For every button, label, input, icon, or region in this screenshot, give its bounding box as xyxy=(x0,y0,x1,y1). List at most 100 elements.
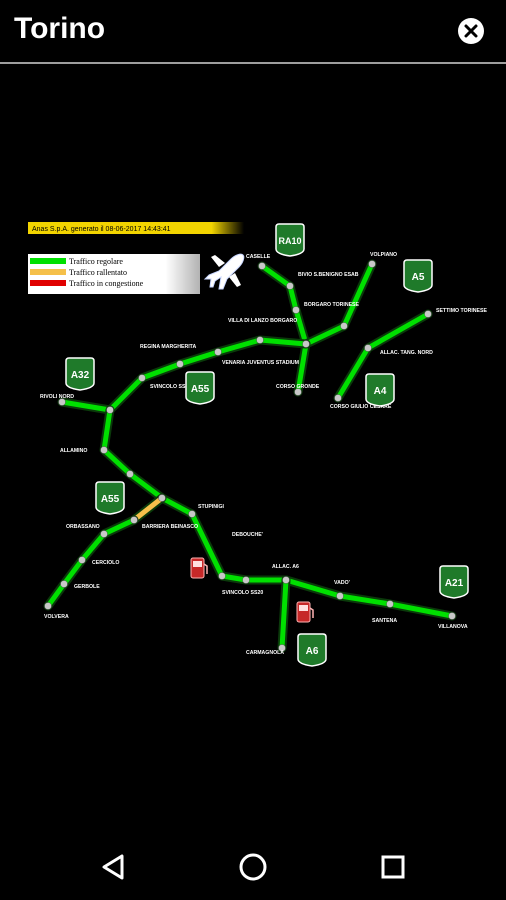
close-button[interactable] xyxy=(458,18,484,44)
date-banner xyxy=(28,222,244,234)
app-header: Torino xyxy=(0,0,506,62)
junction-node[interactable] xyxy=(368,260,376,268)
junction-node[interactable] xyxy=(278,644,286,652)
exit-label: CERCIOLO xyxy=(92,560,119,566)
back-triangle-icon xyxy=(102,854,124,880)
home-button[interactable] xyxy=(236,850,270,884)
junction-node[interactable] xyxy=(286,282,294,290)
road-segment[interactable] xyxy=(295,341,309,395)
junction-node[interactable] xyxy=(214,348,222,356)
junction-node[interactable] xyxy=(364,344,372,352)
recents-button[interactable] xyxy=(376,850,410,884)
highway-shield[interactable]: RA10 xyxy=(275,223,305,257)
shield-label: A55 xyxy=(101,494,120,505)
traffic-map[interactable]: Anas S.p.A. generato il 08-06-2017 14:43… xyxy=(0,64,506,834)
exit-label: GERBOLE xyxy=(74,584,100,590)
traffic-map-canvas: Anas S.p.A. generato il 08-06-2017 14:43… xyxy=(28,222,487,667)
highway-shield[interactable]: A21 xyxy=(439,565,469,599)
fuel-station-icon[interactable] xyxy=(296,601,314,623)
junction-node[interactable] xyxy=(334,394,342,402)
exit-label: ALLAC. A6 xyxy=(272,564,299,570)
fuel-station-icon[interactable] xyxy=(190,557,208,579)
junction-node[interactable] xyxy=(106,406,114,414)
highway-shield[interactable]: A6 xyxy=(297,633,327,667)
junction-node[interactable] xyxy=(448,612,456,620)
exit-label: CORSO GRONDE xyxy=(276,384,320,390)
exit-label: RIVOLI NORD xyxy=(40,394,74,400)
exit-label: BARRIERA BEINASCO xyxy=(142,524,198,530)
shield-shape xyxy=(403,259,433,293)
exit-label: CARMAGNOLA xyxy=(246,650,284,656)
shield-shape xyxy=(297,633,327,667)
system-navbar xyxy=(0,834,506,900)
junction-node[interactable] xyxy=(340,322,348,330)
exit-label: VOLVERA xyxy=(44,614,69,620)
junction-node[interactable] xyxy=(188,510,196,518)
legend-swatch xyxy=(30,280,66,286)
shield-label: A55 xyxy=(191,384,210,395)
exit-label: CASELLE xyxy=(246,254,271,260)
junction-node[interactable] xyxy=(294,388,302,396)
exit-label: SETTIMO TORINESE xyxy=(436,308,487,314)
exit-label: VENARIA JUVENTUS STADIUM xyxy=(222,360,299,366)
junction-node[interactable] xyxy=(78,556,86,564)
junction-node[interactable] xyxy=(126,470,134,478)
airport-icon xyxy=(203,253,245,290)
shield-shape xyxy=(95,481,125,515)
shield-shape xyxy=(185,371,215,405)
exit-label: SANTENA xyxy=(372,618,397,624)
junction-node[interactable] xyxy=(302,340,310,348)
road-segment[interactable] xyxy=(279,577,289,651)
header-divider xyxy=(0,62,506,64)
legend-swatch xyxy=(30,269,66,275)
shield-shape xyxy=(275,223,305,257)
junction-node[interactable] xyxy=(282,576,290,584)
shield-shape xyxy=(365,373,395,407)
junction-node[interactable] xyxy=(218,572,226,580)
junction-node[interactable] xyxy=(138,374,146,382)
road-segment[interactable] xyxy=(259,263,309,347)
recents-square-icon xyxy=(381,855,405,879)
exit-label: VILLANOVA xyxy=(438,624,468,630)
shield-shape xyxy=(439,565,469,599)
fuel-layer xyxy=(190,557,314,623)
highway-shield[interactable]: A4 xyxy=(365,373,395,407)
junction-node[interactable] xyxy=(100,530,108,538)
exit-label: STUPINIGI xyxy=(198,504,224,510)
junction-node[interactable] xyxy=(130,516,138,524)
highway-shield[interactable]: A5 xyxy=(403,259,433,293)
exit-label: VILLA DI LANZO BORGARO xyxy=(228,318,297,324)
junction-node[interactable] xyxy=(292,306,300,314)
close-icon xyxy=(464,24,478,38)
exit-label: CORSO GIULIO CESARE xyxy=(330,404,392,410)
road-segment-slow[interactable] xyxy=(131,495,165,523)
road-segment[interactable] xyxy=(101,407,455,619)
highway-shield[interactable]: A55 xyxy=(95,481,125,515)
junction-node[interactable] xyxy=(158,494,166,502)
exit-label: BORGARO TORINESE xyxy=(304,302,359,308)
junction-node[interactable] xyxy=(256,336,264,344)
junction-node[interactable] xyxy=(258,262,266,270)
junction-node[interactable] xyxy=(100,446,108,454)
road-shadow xyxy=(99,405,457,621)
junction-node[interactable] xyxy=(60,580,68,588)
junction-node[interactable] xyxy=(44,602,52,610)
highway-shield[interactable]: A55 xyxy=(185,371,215,405)
junction-node[interactable] xyxy=(242,576,250,584)
junction-node[interactable] xyxy=(58,398,66,406)
home-circle-icon xyxy=(239,853,267,881)
shield-label: A6 xyxy=(306,646,319,657)
back-button[interactable] xyxy=(98,850,132,884)
junction-node[interactable] xyxy=(336,592,344,600)
page-title: Torino xyxy=(14,12,106,45)
junction-node[interactable] xyxy=(176,360,184,368)
junction-node[interactable] xyxy=(386,600,394,608)
junction-node[interactable] xyxy=(424,310,432,318)
road-segment[interactable] xyxy=(59,337,309,413)
highway-shield[interactable]: A32 xyxy=(65,357,95,391)
exit-label: REGINA MARGHERITA xyxy=(140,344,196,350)
legend-label: Traffico in congestione xyxy=(69,279,144,288)
